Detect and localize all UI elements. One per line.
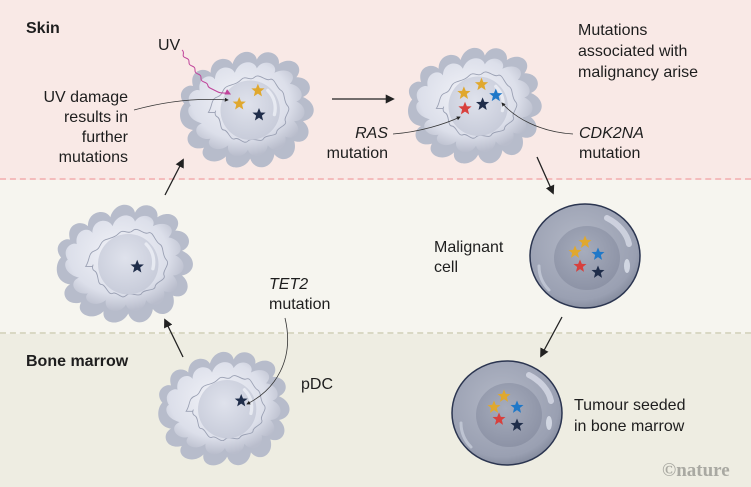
pdc-label: pDC <box>301 376 334 393</box>
nature-credit: ©nature <box>662 460 730 481</box>
tet2-mutation-label: TET2 mutation <box>269 276 331 313</box>
mutations-malignancy-label: Mutations associated with malignancy ari… <box>578 22 699 81</box>
cdk-leader <box>501 102 574 135</box>
ras-leader <box>392 116 461 135</box>
malignant-cell-label: Malignant cell <box>434 239 504 276</box>
region-label-bone-marrow: Bone marrow <box>26 353 129 370</box>
pdc-cell-bone-marrow <box>156 350 292 468</box>
tumour-seeded-label: Tumour seeded in bone marrow <box>574 397 686 435</box>
uv-ray <box>181 49 232 95</box>
bone-marrow-region <box>0 334 751 487</box>
tumour-cell-bone-marrow <box>452 361 562 465</box>
arrow-malignant-to-tumour <box>540 316 563 358</box>
arrow-blood-to-skin <box>164 158 184 196</box>
pdc-cell-skin-malignant-mutations <box>406 46 544 166</box>
pdc-cell-skin-uv <box>178 50 316 170</box>
skin-region <box>0 0 751 180</box>
uv-label: UV <box>158 37 181 54</box>
malignant-cell <box>530 204 640 308</box>
arrow-bone-marrow-to-blood <box>164 318 184 358</box>
region-label-skin: Skin <box>26 20 60 37</box>
pdc-cell-blood <box>55 203 195 325</box>
cdk2na-mutation-label: CDK2NA mutation <box>579 125 644 162</box>
uv-damage-label: UV damage results in further mutations <box>43 89 129 166</box>
arrow-skin-to-malignant-cell <box>536 156 555 195</box>
tet2-leader <box>246 317 289 405</box>
uv-damage-leader <box>133 97 229 111</box>
ras-mutation-label: RAS mutation <box>326 125 388 162</box>
